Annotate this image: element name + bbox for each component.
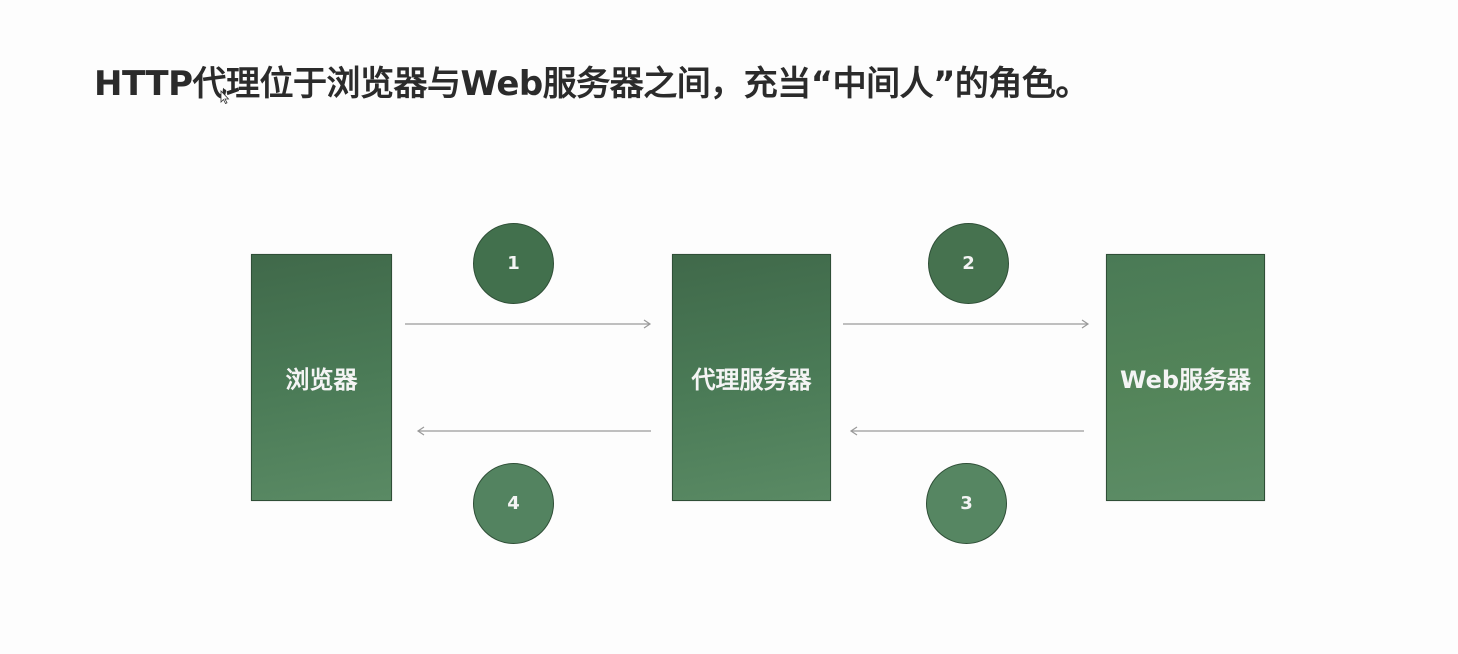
arrow-left-icon bbox=[416, 425, 651, 437]
web-server-node-label: Web服务器 bbox=[1119, 366, 1252, 394]
arrow-left-icon bbox=[849, 425, 1084, 437]
step-2-number: 2 bbox=[962, 253, 975, 274]
step-3-number: 3 bbox=[960, 493, 973, 514]
web-server-node: Web服务器 bbox=[1106, 254, 1265, 501]
arrow-right-icon bbox=[405, 318, 652, 330]
mouse-cursor-icon bbox=[220, 90, 230, 104]
arrow-right-icon bbox=[843, 318, 1090, 330]
proxy-server-node-label: 代理服务器 bbox=[691, 366, 812, 394]
step-2-badge: 2 bbox=[928, 223, 1009, 304]
browser-node-label: 浏览器 bbox=[285, 366, 358, 394]
step-1-number: 1 bbox=[507, 253, 520, 274]
step-3-badge: 3 bbox=[926, 463, 1007, 544]
slide-title: HTTP代理位于浏览器与Web服务器之间，充当“中间人”的角色。 bbox=[94, 64, 1089, 104]
proxy-server-node: 代理服务器 bbox=[672, 254, 831, 501]
step-4-badge: 4 bbox=[473, 463, 554, 544]
step-1-badge: 1 bbox=[473, 223, 554, 304]
step-4-number: 4 bbox=[507, 493, 520, 514]
browser-node: 浏览器 bbox=[251, 254, 392, 501]
